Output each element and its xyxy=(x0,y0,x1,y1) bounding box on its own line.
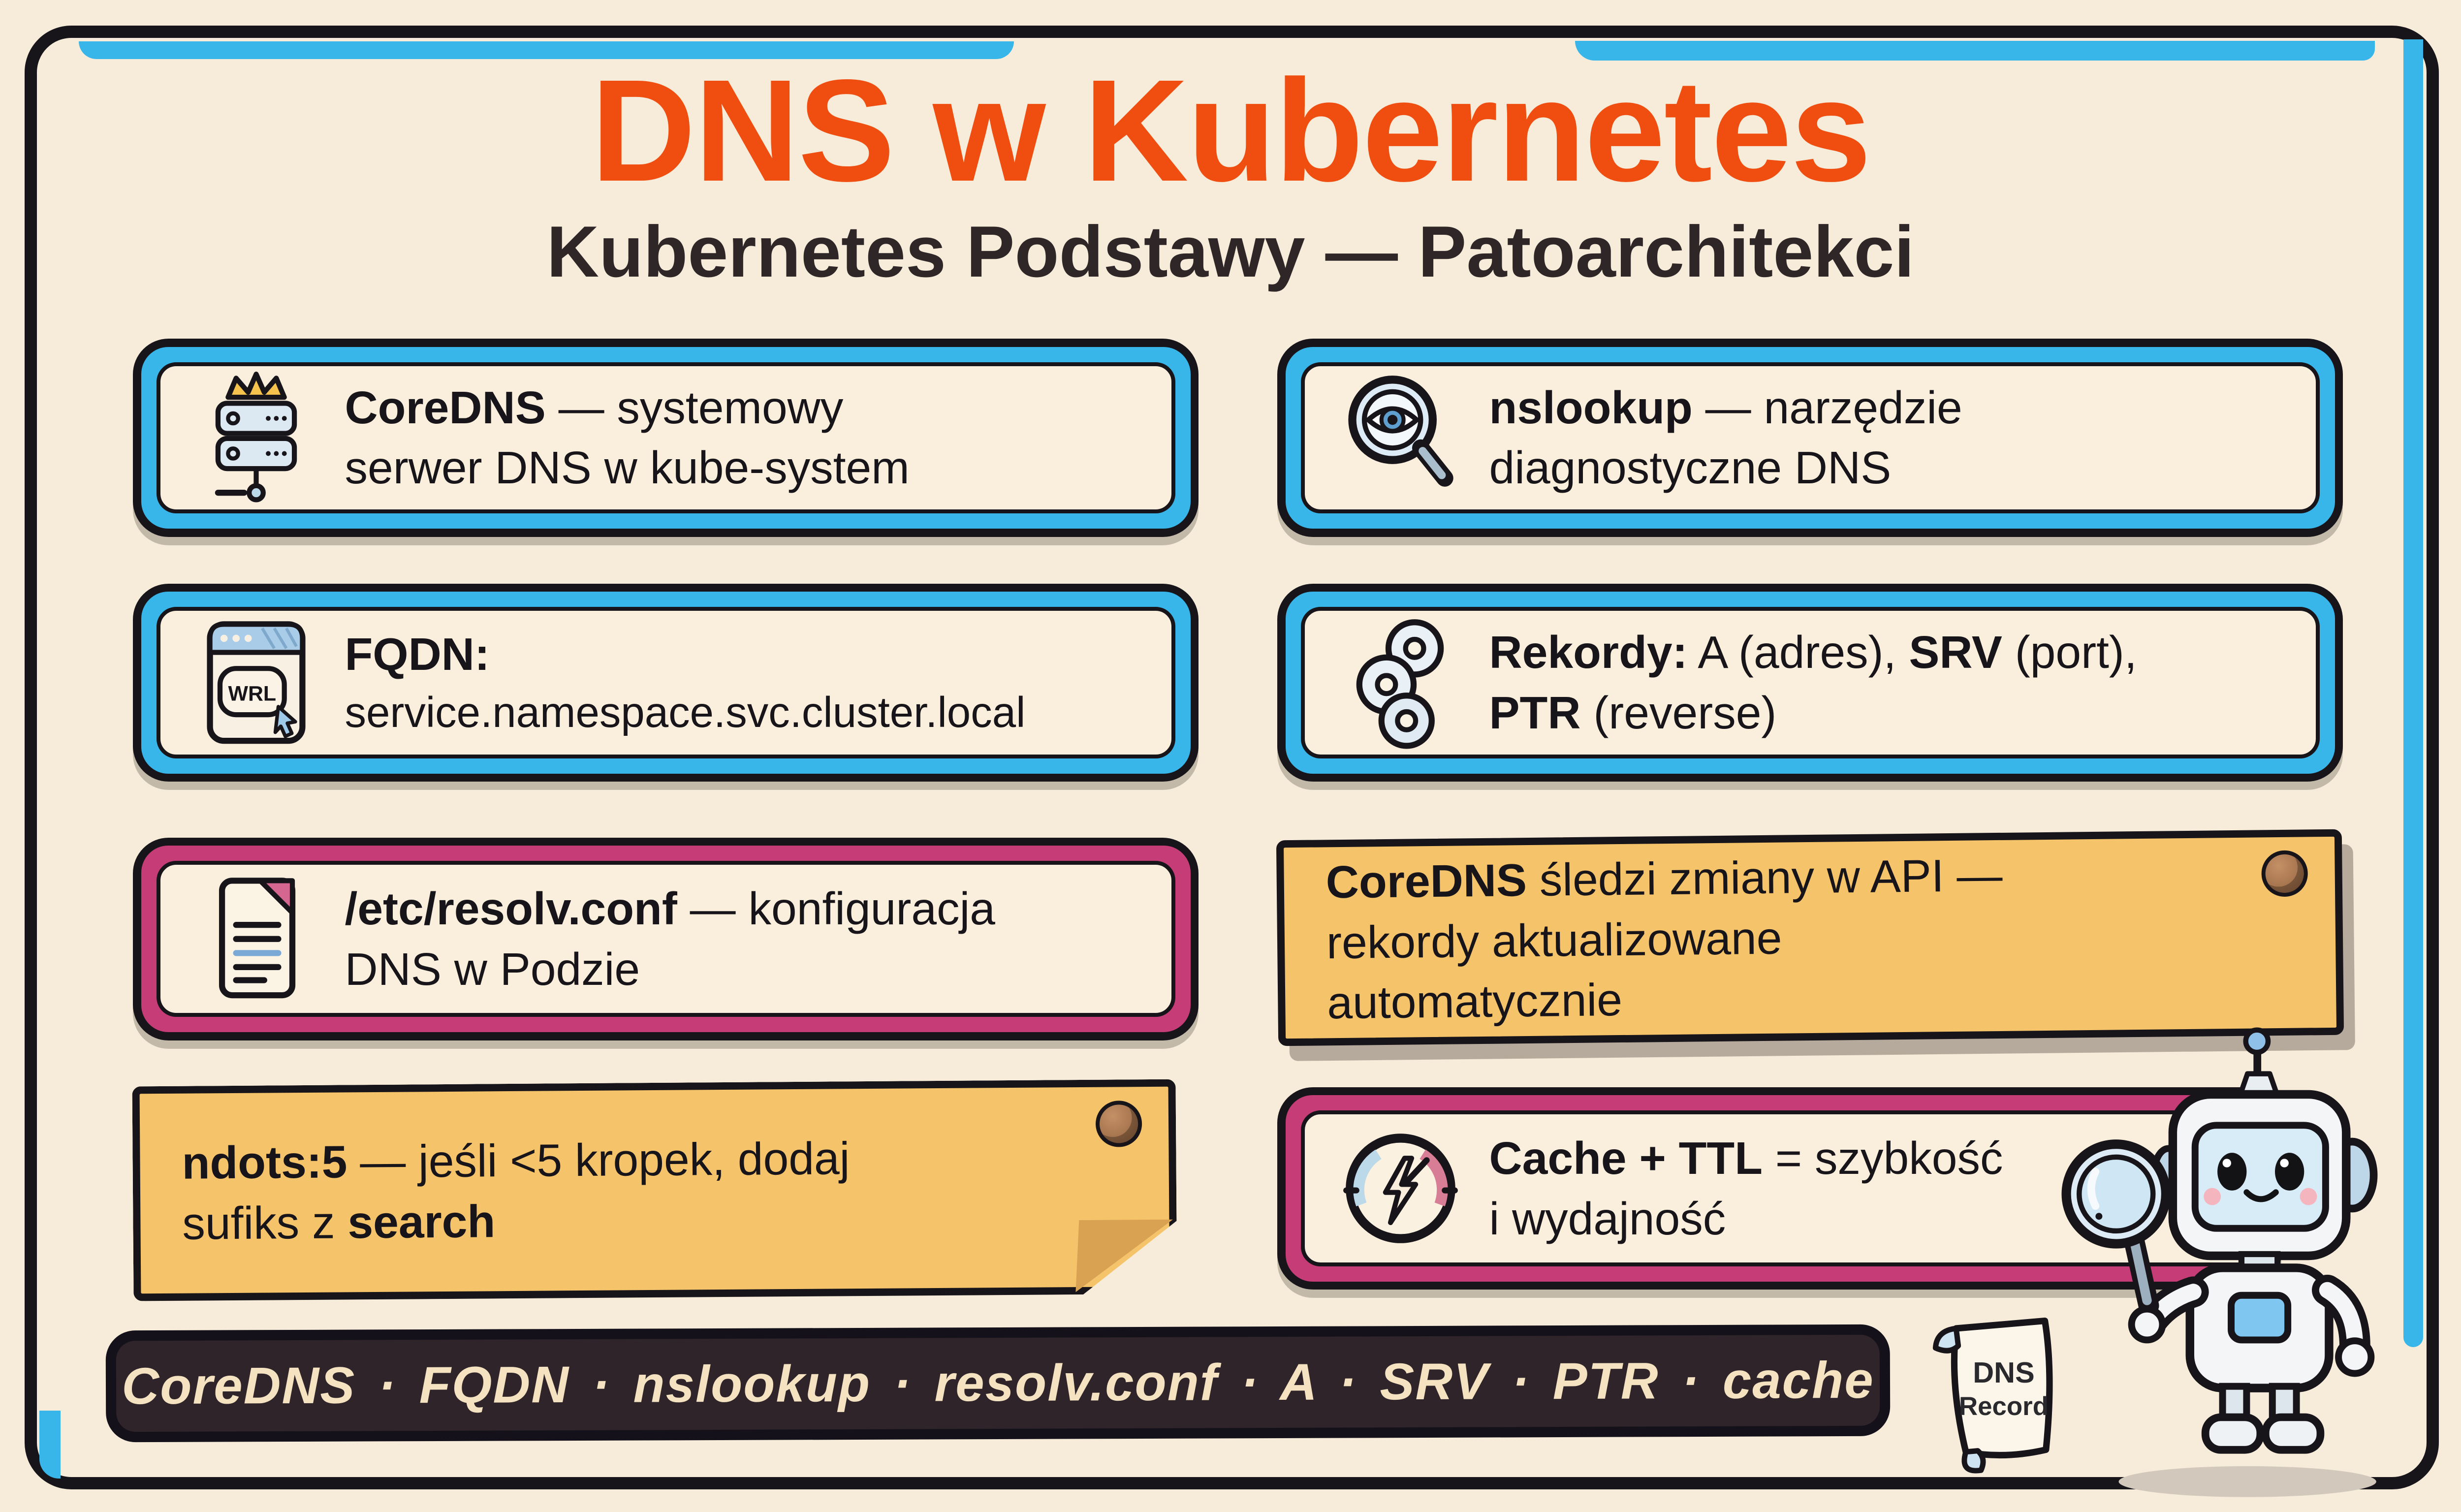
card-records-srv: SRV xyxy=(1909,627,2002,678)
card-coredns-desc: — systemowy serwer DNS w kube-system xyxy=(345,381,910,494)
frame-accent-bottom-left xyxy=(39,1411,61,1479)
robot-mascot xyxy=(2033,1022,2436,1503)
page-subtitle: Kubernetes Podstawy — Patoarchitekci xyxy=(546,211,1915,292)
magnifier-eye-icon xyxy=(1334,372,1467,504)
card-records-a: A (adres), xyxy=(1687,627,1909,678)
card-fqdn-text: FQDN: service.namespace.svc.cluster.loca… xyxy=(345,624,1026,741)
robot-mascot-illustration xyxy=(2061,1027,2378,1497)
card-nslookup-text: nslookup — narzędzie diagnostyczne DNS xyxy=(1489,378,1994,499)
card-coredns-term: CoreDNS xyxy=(345,381,546,433)
card-resolv-conf-text: /etc/resolv.conf — konfiguracja DNS w Po… xyxy=(345,879,1083,1000)
card-records-term: Rekordy: xyxy=(1489,627,1688,678)
gauge-icon xyxy=(1334,1128,1467,1249)
scroll-text-dns: DNS xyxy=(1973,1356,2034,1389)
card-nslookup: nslookup — narzędzie diagnostyczne DNS xyxy=(1277,339,2343,537)
sticky-coredns-api-text: CoreDNS śledzi zmiany w API — rekordy ak… xyxy=(1325,844,2090,1033)
card-records-port: (port), xyxy=(2002,627,2137,678)
sticky-coredns-api: CoreDNS śledzi zmiany w API — rekordy ak… xyxy=(1276,829,2344,1046)
card-fqdn-term: FQDN: xyxy=(345,629,490,680)
sticky-ndots: ndots:5 — jeśli <5 kropek, dodaj sufiks … xyxy=(132,1079,1177,1301)
frame-accent-top-right xyxy=(1575,40,2375,61)
sticky-ndots-text: ndots:5 — jeśli <5 kropek, dodaj sufiks … xyxy=(182,1128,896,1254)
card-records-ptr: PTR xyxy=(1489,687,1581,738)
card-records-reverse: (reverse) xyxy=(1580,687,1777,738)
pushpin-icon xyxy=(2261,850,2308,897)
sticky-ndots-search: search xyxy=(347,1195,496,1248)
sticky-ndots-term: ndots:5 xyxy=(182,1136,347,1189)
dns-record-scroll: DNS Record xyxy=(1917,1299,2080,1488)
card-cache-ttl-text: Cache + TTL = szybkość i wydajność xyxy=(1489,1128,2019,1249)
document-icon xyxy=(190,873,323,1006)
card-fqdn: WRL FQDN: service.namespace.svc.cluster.… xyxy=(133,583,1199,782)
server-crown-icon xyxy=(190,370,323,506)
card-resolv-conf: /etc/resolv.conf — konfiguracja DNS w Po… xyxy=(133,837,1199,1040)
svg-text:WRL: WRL xyxy=(228,682,277,706)
frame-border xyxy=(25,26,2439,1489)
card-cache-ttl-desc: = szybkość i wydajność xyxy=(1489,1132,2003,1244)
page-title: DNS w Kubernetes xyxy=(591,49,1871,212)
pushpin-icon xyxy=(1096,1101,1142,1147)
browser-url-icon: WRL xyxy=(190,616,323,749)
card-nslookup-term: nslookup xyxy=(1489,381,1693,433)
scroll-text-record: Record xyxy=(1959,1392,2049,1421)
frame-accent-right xyxy=(2403,39,2423,1348)
keywords-text: CoreDNS · FQDN · nslookup · resolv.conf … xyxy=(122,1351,1874,1416)
card-coredns-text: CoreDNS — systemowy serwer DNS w kube-sy… xyxy=(345,378,960,499)
keywords-bar: CoreDNS · FQDN · nslookup · resolv.conf … xyxy=(105,1324,1891,1443)
card-resolv-conf-desc: — konfiguracja DNS w Podzie xyxy=(345,882,996,995)
records-stack-icon xyxy=(1334,616,1467,749)
card-resolv-conf-term: /etc/resolv.conf xyxy=(345,882,677,934)
card-nslookup-desc: — narzędzie diagnostyczne DNS xyxy=(1489,381,1962,494)
sticky-coredns-api-term: CoreDNS xyxy=(1325,854,1527,908)
card-records: Rekordy: A (adres), SRV (port), PTR (rev… xyxy=(1277,583,2343,782)
card-cache-ttl-term: Cache + TTL xyxy=(1489,1132,1763,1184)
card-fqdn-domain: service.namespace.svc.cluster.local xyxy=(345,688,1026,736)
frame-accent-top-left xyxy=(79,41,1014,59)
card-records-text: Rekordy: A (adres), SRV (port), PTR (rev… xyxy=(1489,622,2240,743)
card-coredns: CoreDNS — systemowy serwer DNS w kube-sy… xyxy=(133,339,1199,537)
